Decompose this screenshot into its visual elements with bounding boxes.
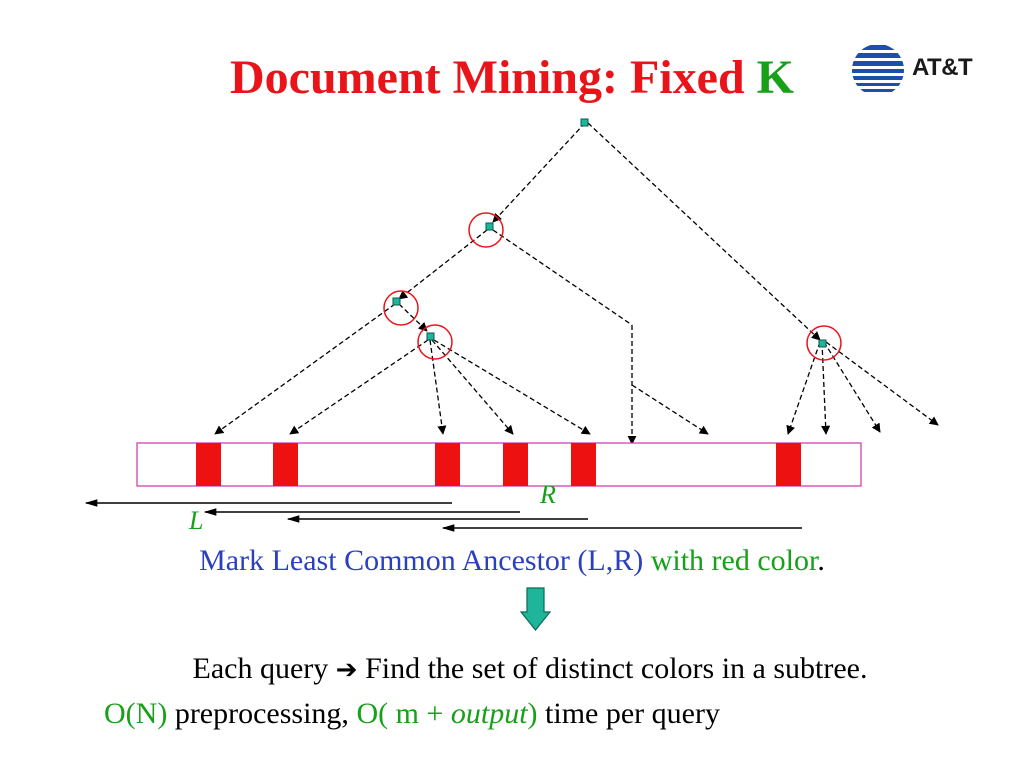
edge: [492, 122, 586, 223]
document-array: [136, 442, 862, 487]
edge: [398, 229, 488, 300]
statement-part1: Mark Least Common Ancestor (L,R): [199, 544, 644, 577]
edge: [431, 339, 514, 435]
lca-circle: [383, 290, 419, 326]
edge: [587, 122, 821, 341]
tree-node: [426, 332, 435, 341]
lca-circle: [417, 324, 453, 360]
complexity-part1: O(N): [104, 697, 168, 730]
edge: [289, 339, 429, 435]
tree-nodes: [392, 118, 827, 348]
edge: [825, 341, 939, 426]
tree-node: [580, 118, 589, 127]
pointer-arrows: [84, 499, 802, 532]
complexity-part6: time per query: [537, 697, 720, 730]
statement-part2: with red color: [643, 544, 818, 577]
right-arrow-icon: ➔: [335, 655, 358, 685]
edge: [429, 339, 447, 435]
logo-text: AT&T: [912, 54, 973, 81]
edge: [823, 341, 881, 433]
doc-block: [776, 443, 801, 486]
query-part2: Find the set of distinct colors in a sub…: [357, 652, 868, 685]
statement-part3: .: [817, 544, 825, 577]
tree-node: [485, 222, 494, 231]
doc-block: [196, 443, 221, 486]
lca-statement: Mark Least Common Ancestor (L,R) with re…: [0, 544, 1024, 578]
tree-edges: [214, 122, 939, 445]
complexity-statement: O(N) preprocessing, O( m + output) time …: [104, 697, 720, 731]
doc-block: [435, 443, 460, 486]
lca-circle: [468, 212, 504, 248]
edge: [821, 341, 831, 435]
edge: [214, 303, 396, 435]
lca-circle: [806, 325, 842, 361]
doc-block: [571, 443, 596, 486]
edge: [786, 341, 821, 435]
tree-node: [392, 297, 401, 306]
att-logo: [852, 44, 904, 96]
complexity-part5: ): [527, 697, 538, 730]
query-statement: Each query ➔ Find the set of distinct co…: [0, 652, 1024, 686]
down-arrow-icon: [519, 587, 552, 631]
title-k: K: [756, 51, 794, 104]
document-blocks: [196, 443, 801, 486]
edge: [398, 303, 428, 332]
complexity-part2: preprocessing,: [167, 697, 357, 730]
title-main: Document Mining: Fixed: [230, 51, 757, 104]
label-r: R: [540, 480, 556, 509]
edge: [433, 339, 591, 435]
globe-icon: [852, 44, 904, 96]
complexity-part4: output: [450, 697, 528, 730]
doc-block: [273, 443, 298, 486]
edge: [631, 384, 709, 435]
slide-title: Document Mining: Fixed K: [0, 50, 1024, 105]
doc-block: [503, 443, 528, 486]
tree-node: [818, 339, 827, 348]
label-l: L: [189, 506, 204, 535]
query-part1: Each query: [192, 652, 336, 685]
complexity-part3: O( m +: [356, 697, 451, 730]
edge: [492, 229, 633, 326]
lca-highlights: [383, 212, 842, 361]
